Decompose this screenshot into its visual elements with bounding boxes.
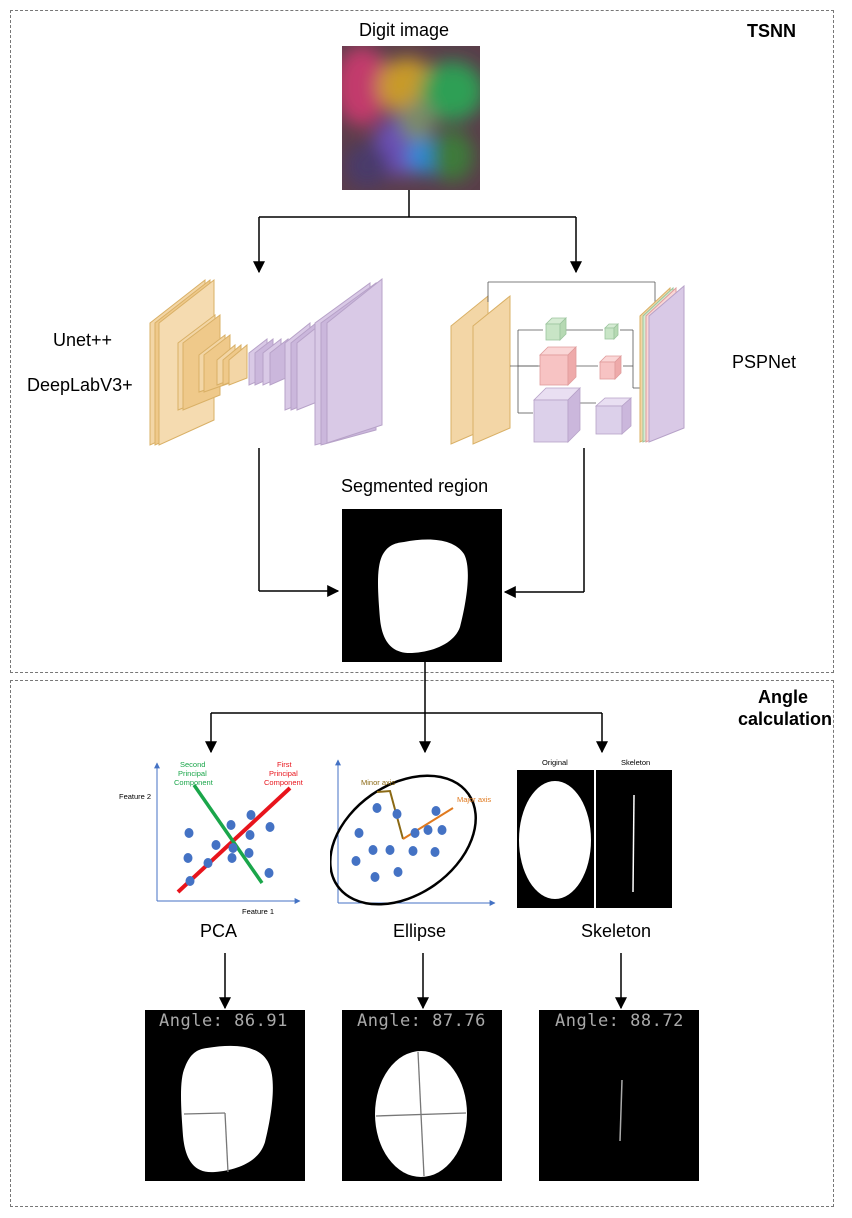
encoder-decoder-diagram — [149, 277, 383, 446]
method-label-ellipse: Ellipse — [393, 921, 447, 941]
result-panel-skeleton: Angle: 88.72 — [539, 1010, 699, 1181]
pspnet-diagram — [450, 281, 685, 445]
pca-feature-y-label: Feature 2 — [119, 792, 152, 801]
segmented-region-label: Segmented region — [341, 476, 489, 496]
pca-second-component — [192, 784, 264, 884]
pca-first-pc-line1: First — [277, 760, 292, 769]
result-panel-ellipse: Angle: 87.76 — [342, 1010, 502, 1181]
minor-axis-label: Minor axis — [361, 778, 396, 787]
method-label-pca: PCA — [200, 921, 238, 941]
pca-plot — [154, 762, 301, 904]
pca-second-pc-line2: Principal — [178, 769, 207, 778]
skeleton-original-label: Original — [542, 758, 568, 767]
method-label-skeleton: Skeleton — [581, 921, 652, 941]
model-label-pspnet: PSPNet — [732, 352, 797, 372]
pca-first-pc-line3: Component — [264, 778, 303, 787]
result-panel-pca: Angle: 86.91 — [145, 1010, 305, 1181]
model-label-deeplabv3plus: DeepLabV3+ — [27, 375, 133, 395]
angle-readout-ellipse: Angle: 87.76 — [357, 1011, 486, 1031]
segmented-region-image — [342, 509, 502, 662]
angle-calculation-label-line2: calculation — [737, 709, 832, 729]
pca-second-pc-line1: Second — [180, 760, 206, 769]
minor-axis-line — [376, 789, 404, 840]
angle-calculation-region — [10, 680, 834, 1207]
pca-feature-x-label: Feature 1 — [242, 907, 275, 916]
model-label-unetpp: Unet++ — [53, 330, 113, 350]
angle-readout-skeleton: Angle: 88.72 — [555, 1011, 684, 1031]
major-axis-label: Major axis — [457, 795, 492, 804]
tsnn-label: TSNN — [747, 21, 796, 41]
skeleton-plot — [517, 770, 672, 908]
angle-readout-pca: Angle: 86.91 — [159, 1011, 288, 1031]
pca-first-pc-line2: Principal — [269, 769, 298, 778]
digit-image — [342, 46, 480, 190]
tsnn-region — [10, 10, 834, 673]
ellipse-plot — [330, 759, 496, 906]
digit-image-label: Digit image — [359, 20, 450, 40]
pca-second-pc-line3: Component — [174, 778, 213, 787]
skeleton-skeleton-label: Skeleton — [621, 758, 651, 767]
angle-calculation-label-line1: Angle — [757, 687, 808, 707]
